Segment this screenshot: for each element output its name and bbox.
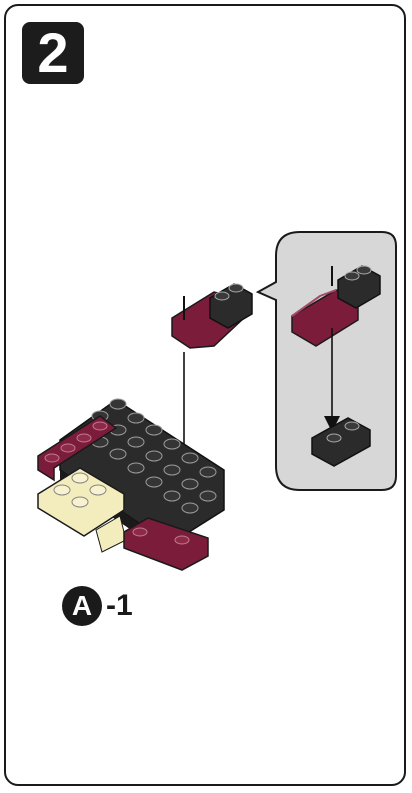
substep-label: A -1: [62, 586, 133, 626]
callout-piece-top: [291, 265, 381, 347]
step-number-badge: 2: [22, 22, 84, 84]
substep-number: -1: [106, 589, 133, 622]
callout-piece-bottom: [311, 417, 371, 467]
substep-letter-badge: A: [62, 586, 102, 626]
new-piece: [171, 283, 253, 349]
base-model: [37, 398, 225, 571]
